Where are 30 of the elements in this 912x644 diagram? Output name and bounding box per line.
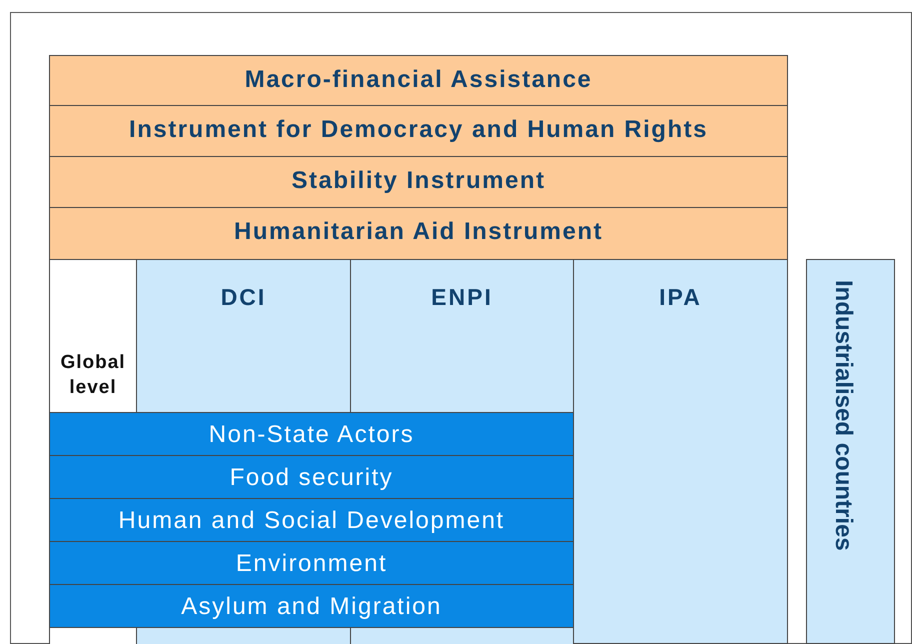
label-text: Macro-financial Assistance [244, 66, 594, 94]
label-text: DCI [220, 284, 268, 311]
instrument-band [49, 207, 788, 260]
instrument-band [49, 156, 788, 208]
programme-column [573, 259, 788, 644]
programme-column [350, 259, 574, 413]
instrument-band [49, 105, 788, 157]
label-text: Environment [234, 550, 388, 578]
label-text: Human and Social Development [117, 507, 506, 535]
thematic-bar [49, 498, 574, 542]
column-continuation [49, 627, 137, 644]
label-text: Humanitarian Aid Instrument [233, 218, 604, 246]
label-text: Industrialised countries [829, 280, 857, 551]
region-column [806, 259, 895, 644]
thematic-bar [49, 412, 574, 456]
label-text: Food security [228, 464, 394, 492]
label-text: Asylum and Migration [180, 593, 443, 621]
label-text: Non-State Actors [208, 421, 416, 449]
thematic-bar [49, 541, 574, 585]
label-text: Instrument for Democracy and Human Rights [128, 116, 709, 144]
programme-column [136, 259, 351, 413]
label-text: Global level [59, 351, 127, 400]
label-text: ENPI [430, 284, 494, 311]
column-continuation [350, 627, 574, 644]
label-text: Stability Instrument [290, 167, 547, 195]
instrument-band [49, 55, 788, 106]
thematic-bar [49, 584, 574, 628]
column-continuation [136, 627, 351, 644]
label-text: IPA [658, 284, 703, 311]
thematic-bar [49, 455, 574, 499]
